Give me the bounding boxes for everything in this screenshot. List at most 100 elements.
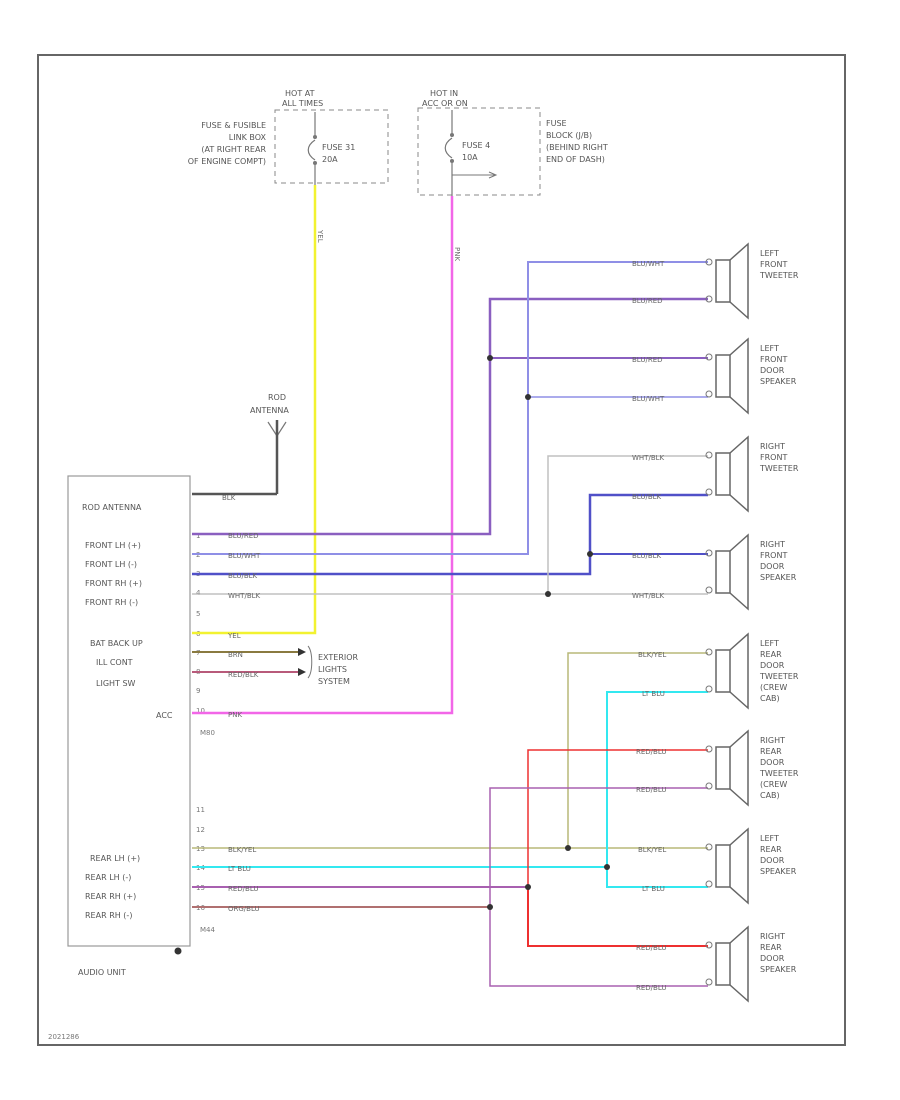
wire-label-spk7-b: LT BLU	[642, 885, 665, 893]
connector-arrow-icon	[298, 648, 306, 656]
speaker-icon	[729, 925, 749, 1003]
wire-label-wht-blk: WHT/BLK	[228, 592, 261, 600]
wire-label-spk2-b: BLU/WHT	[632, 395, 665, 403]
wire-lt-blu-branch	[606, 867, 708, 888]
wire-label-yel: YEL	[227, 632, 241, 640]
speaker-8-label: DOOR	[760, 954, 785, 963]
audio-unit-label-rod-antenna: ROD ANTENNA	[82, 503, 142, 512]
exterior-lights-label-2: LIGHTS	[318, 665, 347, 674]
speaker-3-label: FRONT	[760, 453, 787, 462]
wire-label-pnk-vert: PNK	[453, 247, 461, 261]
speaker-5-label: DOOR	[760, 661, 785, 670]
splice	[604, 864, 610, 870]
speaker-body	[715, 942, 731, 986]
speaker-body	[715, 354, 731, 398]
audio-unit-box	[67, 475, 191, 947]
splice	[587, 551, 593, 557]
wire-label-pnk: PNK	[228, 711, 242, 719]
audio-unit-label-rear-lh-pos: REAR LH (+)	[90, 854, 140, 863]
splice	[487, 904, 493, 910]
speaker-2-label: LEFT	[760, 344, 779, 353]
pin-10: 10	[196, 707, 205, 715]
splice	[487, 355, 493, 361]
audio-unit-label-front-lh-pos: FRONT LH (+)	[85, 541, 141, 550]
audio-unit-label-front-rh-neg: FRONT RH (-)	[85, 598, 138, 607]
speaker-body	[715, 259, 731, 303]
wire-lt-blu	[192, 691, 708, 868]
fuse-left-fuse-2: 20A	[322, 155, 338, 164]
fuse-right-fuse-2: 10A	[462, 153, 478, 162]
audio-unit-label-rear-lh-neg: REAR LH (-)	[85, 873, 131, 882]
speaker-5-label: (CREW	[760, 683, 787, 692]
speaker-body	[715, 844, 731, 888]
fuse-left-header-2: ALL TIMES	[282, 99, 323, 108]
exterior-lights-system: EXTERIOR LIGHTS SYSTEM	[298, 645, 359, 686]
speaker-4-label: DOOR	[760, 562, 785, 571]
wire-pnk	[192, 196, 454, 715]
antenna-label-1: ROD	[268, 393, 286, 402]
speaker-2-label: SPEAKER	[760, 377, 797, 386]
audio-unit: ROD ANTENNA FRONT LH (+) FRONT LH (-) FR…	[67, 475, 215, 977]
pin-5: 5	[196, 610, 200, 618]
wire-blu-blk	[192, 493, 708, 576]
wire-label-spk1-a: BLU/WHT	[632, 260, 665, 268]
splice	[545, 591, 551, 597]
speaker-5-label: LEFT	[760, 639, 779, 648]
wire-red-blu-rear-2	[489, 907, 708, 987]
audio-unit-label-light-sw: LIGHT SW	[96, 679, 136, 688]
pin-4: 4	[196, 589, 201, 597]
speaker-7-label: DOOR	[760, 856, 785, 865]
pin-13: 13	[196, 845, 205, 853]
speaker-icon	[729, 337, 749, 415]
wire-label-spk3-b: BLU/BLK	[632, 493, 662, 501]
speaker-1-label: TWEETER	[759, 271, 799, 280]
speaker-terminal	[705, 782, 713, 790]
speaker-5-label: REAR	[760, 650, 782, 659]
wire-label-spk4-b: WHT/BLK	[632, 592, 665, 600]
splice	[565, 845, 571, 851]
speaker-terminal	[705, 258, 713, 266]
speaker-body	[715, 649, 731, 693]
audio-unit-label-ill-cont: ILL CONT	[96, 658, 133, 667]
wire-label-spk5-b: LT BLU	[642, 690, 665, 698]
speaker-terminal	[705, 586, 713, 594]
audio-unit-label-bat-back-up: BAT BACK UP	[90, 639, 143, 648]
wire-label-red-blk: RED/BLK	[228, 671, 259, 679]
speaker-5-label: TWEETER	[759, 672, 799, 681]
wire-label-red-blu: RED/BLU	[228, 885, 259, 893]
speaker-body	[715, 746, 731, 790]
wire-blu-red	[192, 297, 708, 536]
fuse-left-box	[274, 109, 389, 184]
speaker-8-label: RIGHT	[760, 932, 785, 941]
fuse-right-fuse-1: FUSE 4	[462, 141, 490, 150]
speaker-8-label: REAR	[760, 943, 782, 952]
fuse-right-box	[417, 107, 541, 196]
fuse-left-header-1: HOT AT	[285, 89, 315, 98]
speaker-terminal	[705, 843, 713, 851]
wire-wht-blk	[192, 455, 708, 595]
fuse-left-location-4: OF ENGINE COMPT)	[188, 157, 266, 166]
fuse-left-symbol-icon	[307, 139, 316, 161]
speaker-8-label: SPEAKER	[760, 965, 797, 974]
connector-arrow-icon	[298, 668, 306, 676]
speaker-icon	[729, 242, 749, 320]
speaker-terminal	[705, 941, 713, 949]
fuse-box-left: HOT AT ALL TIMES FUSE & FUSIBLE LINK BOX…	[188, 89, 389, 185]
bracket-icon	[307, 645, 313, 679]
connector-m80: M80	[200, 729, 215, 737]
wire-label-spk1-b: BLU/RED	[632, 297, 663, 305]
pin-9: 9	[196, 687, 200, 695]
wire-red-blu-tweeter	[527, 749, 708, 887]
pin-12: 12	[196, 826, 205, 834]
fuse-right-location-4: END OF DASH)	[546, 155, 605, 164]
speaker-6-label: CAB)	[760, 791, 780, 800]
speakers: LEFTFRONTTWEETERLEFTFRONTDOORSPEAKERRIGH…	[705, 242, 799, 1003]
fuse-right-header-2: ACC OR ON	[422, 99, 468, 108]
wire-label-brn: BRN	[228, 651, 243, 659]
speaker-6-label: TWEETER	[759, 769, 799, 778]
connector-m44: M44	[200, 926, 215, 934]
fuse-left-location-1: FUSE & FUSIBLE	[201, 121, 266, 130]
speaker-6-label: (CREW	[760, 780, 787, 789]
pin-1: 1	[196, 532, 200, 540]
